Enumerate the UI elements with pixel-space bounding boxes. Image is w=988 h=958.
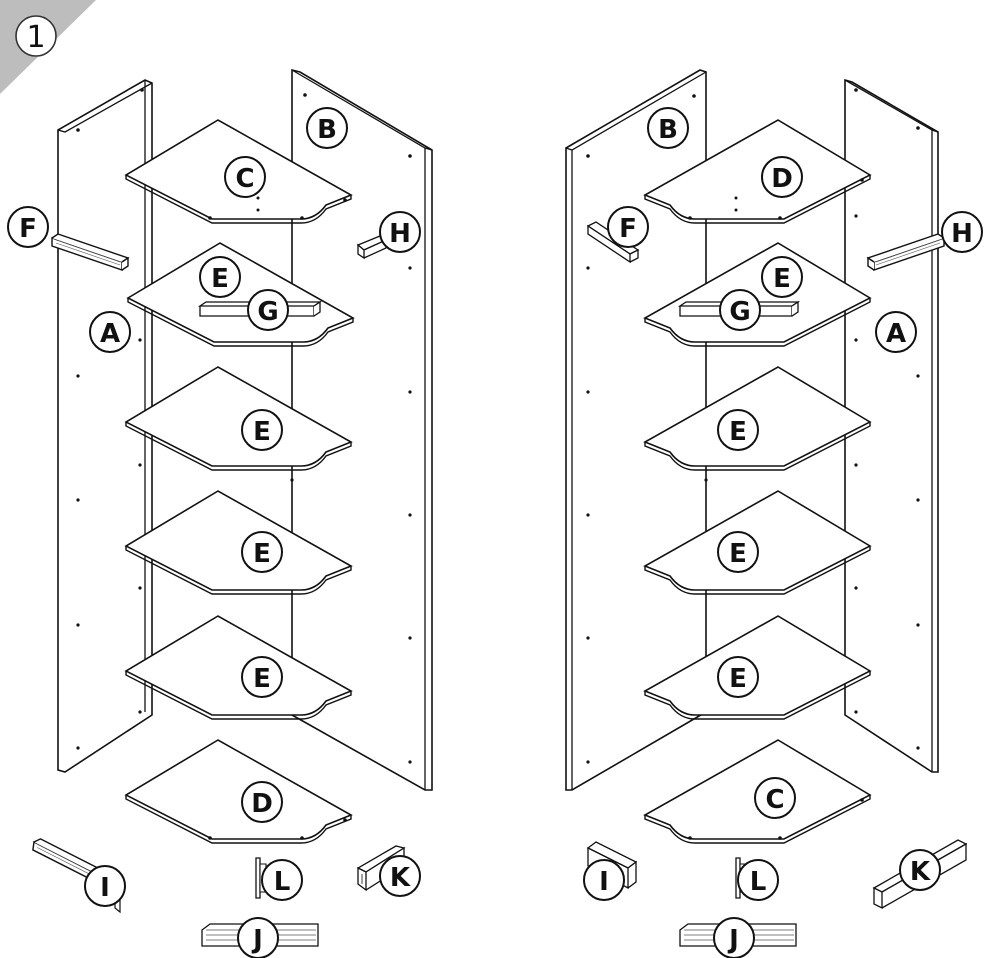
left-label-e-circle — [199, 256, 241, 298]
right-label-c: C — [765, 785, 784, 815]
right-label-j: J — [727, 925, 739, 955]
left-label-b: B — [317, 115, 337, 145]
right-label-e5-circle — [717, 656, 759, 698]
right-label-h-circle — [941, 211, 983, 253]
left-label-b-circle — [306, 107, 348, 149]
left-label-e4-circle — [241, 531, 283, 573]
left-label-l: L — [274, 867, 291, 897]
left-shelf-bottom — [125, 739, 352, 844]
step-number-circle — [15, 15, 57, 57]
left-label-e3-circle — [241, 409, 283, 451]
right-label-l: L — [750, 867, 767, 897]
right-label-h: H — [951, 219, 973, 249]
left-label-f-circle — [7, 206, 49, 248]
right-label-d-circle — [761, 156, 803, 198]
right-assembly: B D F H E G A E E E C L K I J — [565, 69, 983, 958]
right-label-a-circle — [875, 311, 917, 353]
step-number: 1 — [26, 20, 45, 55]
left-label-g-circle — [247, 289, 289, 331]
left-assembly: B C F H E G A E E E D L K I J — [7, 68, 433, 958]
right-label-a: A — [886, 319, 906, 349]
right-label-i-circle — [583, 859, 625, 901]
right-label-l-circle — [737, 859, 779, 901]
right-label-i: I — [599, 867, 609, 897]
right-label-b: B — [658, 115, 678, 145]
right-label-e5: E — [729, 664, 747, 694]
right-label-e3-circle — [717, 409, 759, 451]
left-label-a: A — [100, 319, 120, 349]
left-label-k: K — [390, 863, 411, 893]
right-label-j-circle — [713, 917, 755, 958]
left-label-e5-circle — [241, 656, 283, 698]
left-label-h: H — [389, 219, 411, 249]
left-label-a-circle — [89, 311, 131, 353]
left-label-g: G — [257, 297, 278, 327]
left-label-d: D — [251, 789, 273, 819]
left-label-l-circle — [261, 859, 303, 901]
left-label-c-circle — [224, 156, 266, 198]
right-label-e4: E — [729, 539, 747, 569]
right-label-g-circle — [719, 289, 761, 331]
left-label-i-circle — [84, 865, 126, 907]
left-label-c: C — [235, 164, 254, 194]
right-label-k-circle — [899, 849, 941, 891]
right-label-e-circle — [761, 256, 803, 298]
left-label-e: E — [211, 264, 229, 294]
right-label-e4-circle — [717, 531, 759, 573]
left-label-h-circle — [379, 211, 421, 253]
right-label-f: F — [619, 214, 637, 244]
left-label-j: J — [251, 925, 263, 955]
right-label-k: K — [910, 857, 931, 887]
right-label-e3: E — [729, 417, 747, 447]
left-label-e4: E — [253, 539, 271, 569]
left-label-f: F — [19, 214, 37, 244]
right-label-g: G — [729, 297, 750, 327]
left-label-j-circle — [237, 917, 279, 958]
left-label-i: I — [100, 873, 110, 903]
left-label-e3: E — [253, 417, 271, 447]
right-label-d: D — [771, 164, 793, 194]
right-label-f-circle — [607, 206, 649, 248]
right-label-e: E — [773, 264, 791, 294]
left-label-e5: E — [253, 664, 271, 694]
right-label-b-circle — [647, 107, 689, 149]
right-label-c-circle — [754, 777, 796, 819]
left-label-k-circle — [379, 855, 421, 897]
left-label-d-circle — [241, 781, 283, 823]
